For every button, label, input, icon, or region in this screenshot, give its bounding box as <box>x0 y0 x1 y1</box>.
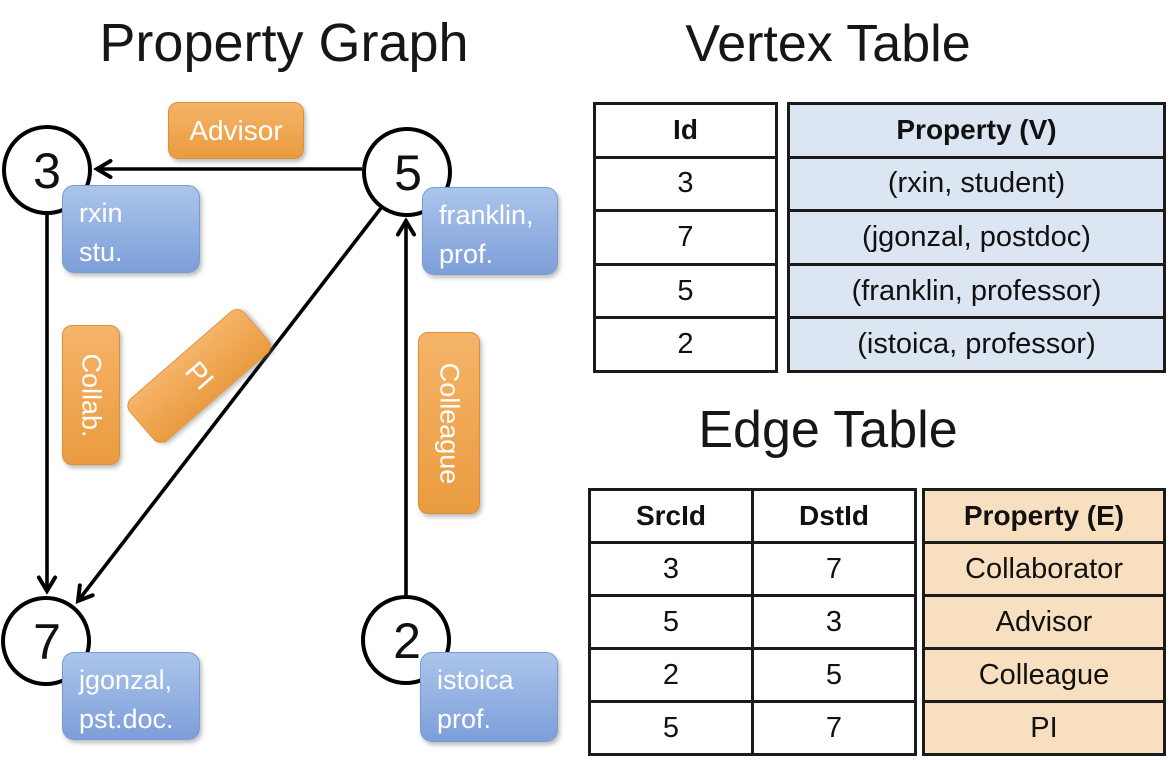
node-property-line: pst.doc. <box>79 704 174 734</box>
edge-table-title: Edge Table <box>698 401 958 459</box>
node-id-7: 7 <box>33 613 61 670</box>
edge-table-srcid-cell: 5 <box>591 597 754 647</box>
node-property-box-istoica: istoica prof. <box>420 652 558 742</box>
node-property-line: istoica <box>437 665 514 695</box>
edge-table-srcid-cell: 3 <box>591 544 754 594</box>
node-property-box-rxin: rxin stu. <box>62 185 200 273</box>
vertex-table-property-column: Property (V) (rxin, student) (jgonzal, p… <box>787 102 1166 373</box>
edge-label-advisor: Advisor <box>168 102 304 159</box>
node-property-box-jgonzal: jgonzal, pst.doc. <box>62 652 200 740</box>
edge-table-header-row: SrcId DstId <box>591 491 914 541</box>
edge-table-row: 3 7 <box>591 541 914 594</box>
edge-table-srcid-header: SrcId <box>591 491 754 541</box>
edge-table-srcid-cell: 5 <box>591 703 754 753</box>
edge-table-dstid-header: DstId <box>799 500 869 531</box>
edge-table-property-cell: Advisor <box>925 594 1163 647</box>
edge-table-property-column: Property (E) Collaborator Advisor Collea… <box>922 488 1166 756</box>
edge-label-collab: Collab. <box>62 325 120 465</box>
edge-table-id-columns: SrcId DstId 3 7 5 3 2 5 5 7 <box>588 488 917 756</box>
property-graph-title: Property Graph <box>99 13 469 73</box>
edge-arrow-5-to-7 <box>78 206 383 601</box>
vertex-table-id-header: Id <box>673 114 698 146</box>
edge-table-dstid-cell: 3 <box>825 605 843 638</box>
vertex-table-property-header: Property (V) <box>896 114 1057 146</box>
node-property-line: prof. <box>439 239 494 269</box>
node-property-line: franklin, <box>439 200 534 230</box>
edge-table-dstid-cell: 7 <box>825 711 843 744</box>
edge-table-property-cell: Collaborator <box>925 541 1163 594</box>
vertex-table-id-cell: 7 <box>596 209 775 263</box>
edge-table-property-cell: Colleague <box>925 647 1163 700</box>
edge-label-colleague: Colleague <box>418 332 480 514</box>
node-property-line: jgonzal, <box>79 665 173 695</box>
vertex-table-id-cell: 5 <box>596 262 775 317</box>
node-id-5: 5 <box>394 144 422 201</box>
edge-table-row: 5 3 <box>591 594 914 647</box>
vertex-table-id-column: Id 3 7 5 2 <box>593 102 778 373</box>
vertex-table-id-cell: 2 <box>596 316 775 370</box>
edge-label-collab-text: Collab. <box>76 352 107 438</box>
vertex-table-title: Vertex Table <box>685 15 971 73</box>
vertex-table-property-cell: (jgonzal, postdoc) <box>790 209 1163 263</box>
edge-table-row: 5 7 <box>591 700 914 753</box>
edge-table-dstid-cell: 7 <box>825 552 843 585</box>
node-property-line: stu. <box>79 237 123 267</box>
vertex-table-property-cell: (istoica, professor) <box>790 316 1163 370</box>
edge-label-advisor-text: Advisor <box>189 114 283 146</box>
edge-table-row: 2 5 <box>591 647 914 700</box>
vertex-table-property-cell: (rxin, student) <box>790 155 1163 210</box>
edge-table-srcid-cell: 2 <box>591 650 754 700</box>
node-property-box-franklin: franklin, prof. <box>422 187 558 275</box>
edge-table-property-cell: PI <box>925 700 1163 753</box>
vertex-table-property-cell: (franklin, professor) <box>790 262 1163 317</box>
node-id-2: 2 <box>393 612 421 669</box>
node-property-line: prof. <box>437 704 492 734</box>
node-id-3: 3 <box>33 142 61 199</box>
edge-table-dstid-cell: 5 <box>825 658 843 691</box>
vertex-table-id-cell: 3 <box>596 155 775 210</box>
edge-label-colleague-text: Colleague <box>434 362 465 484</box>
node-property-line: rxin <box>79 198 123 228</box>
edge-label-pi-text: PI <box>178 355 220 396</box>
edge-table-property-header: Property (E) <box>963 500 1125 531</box>
